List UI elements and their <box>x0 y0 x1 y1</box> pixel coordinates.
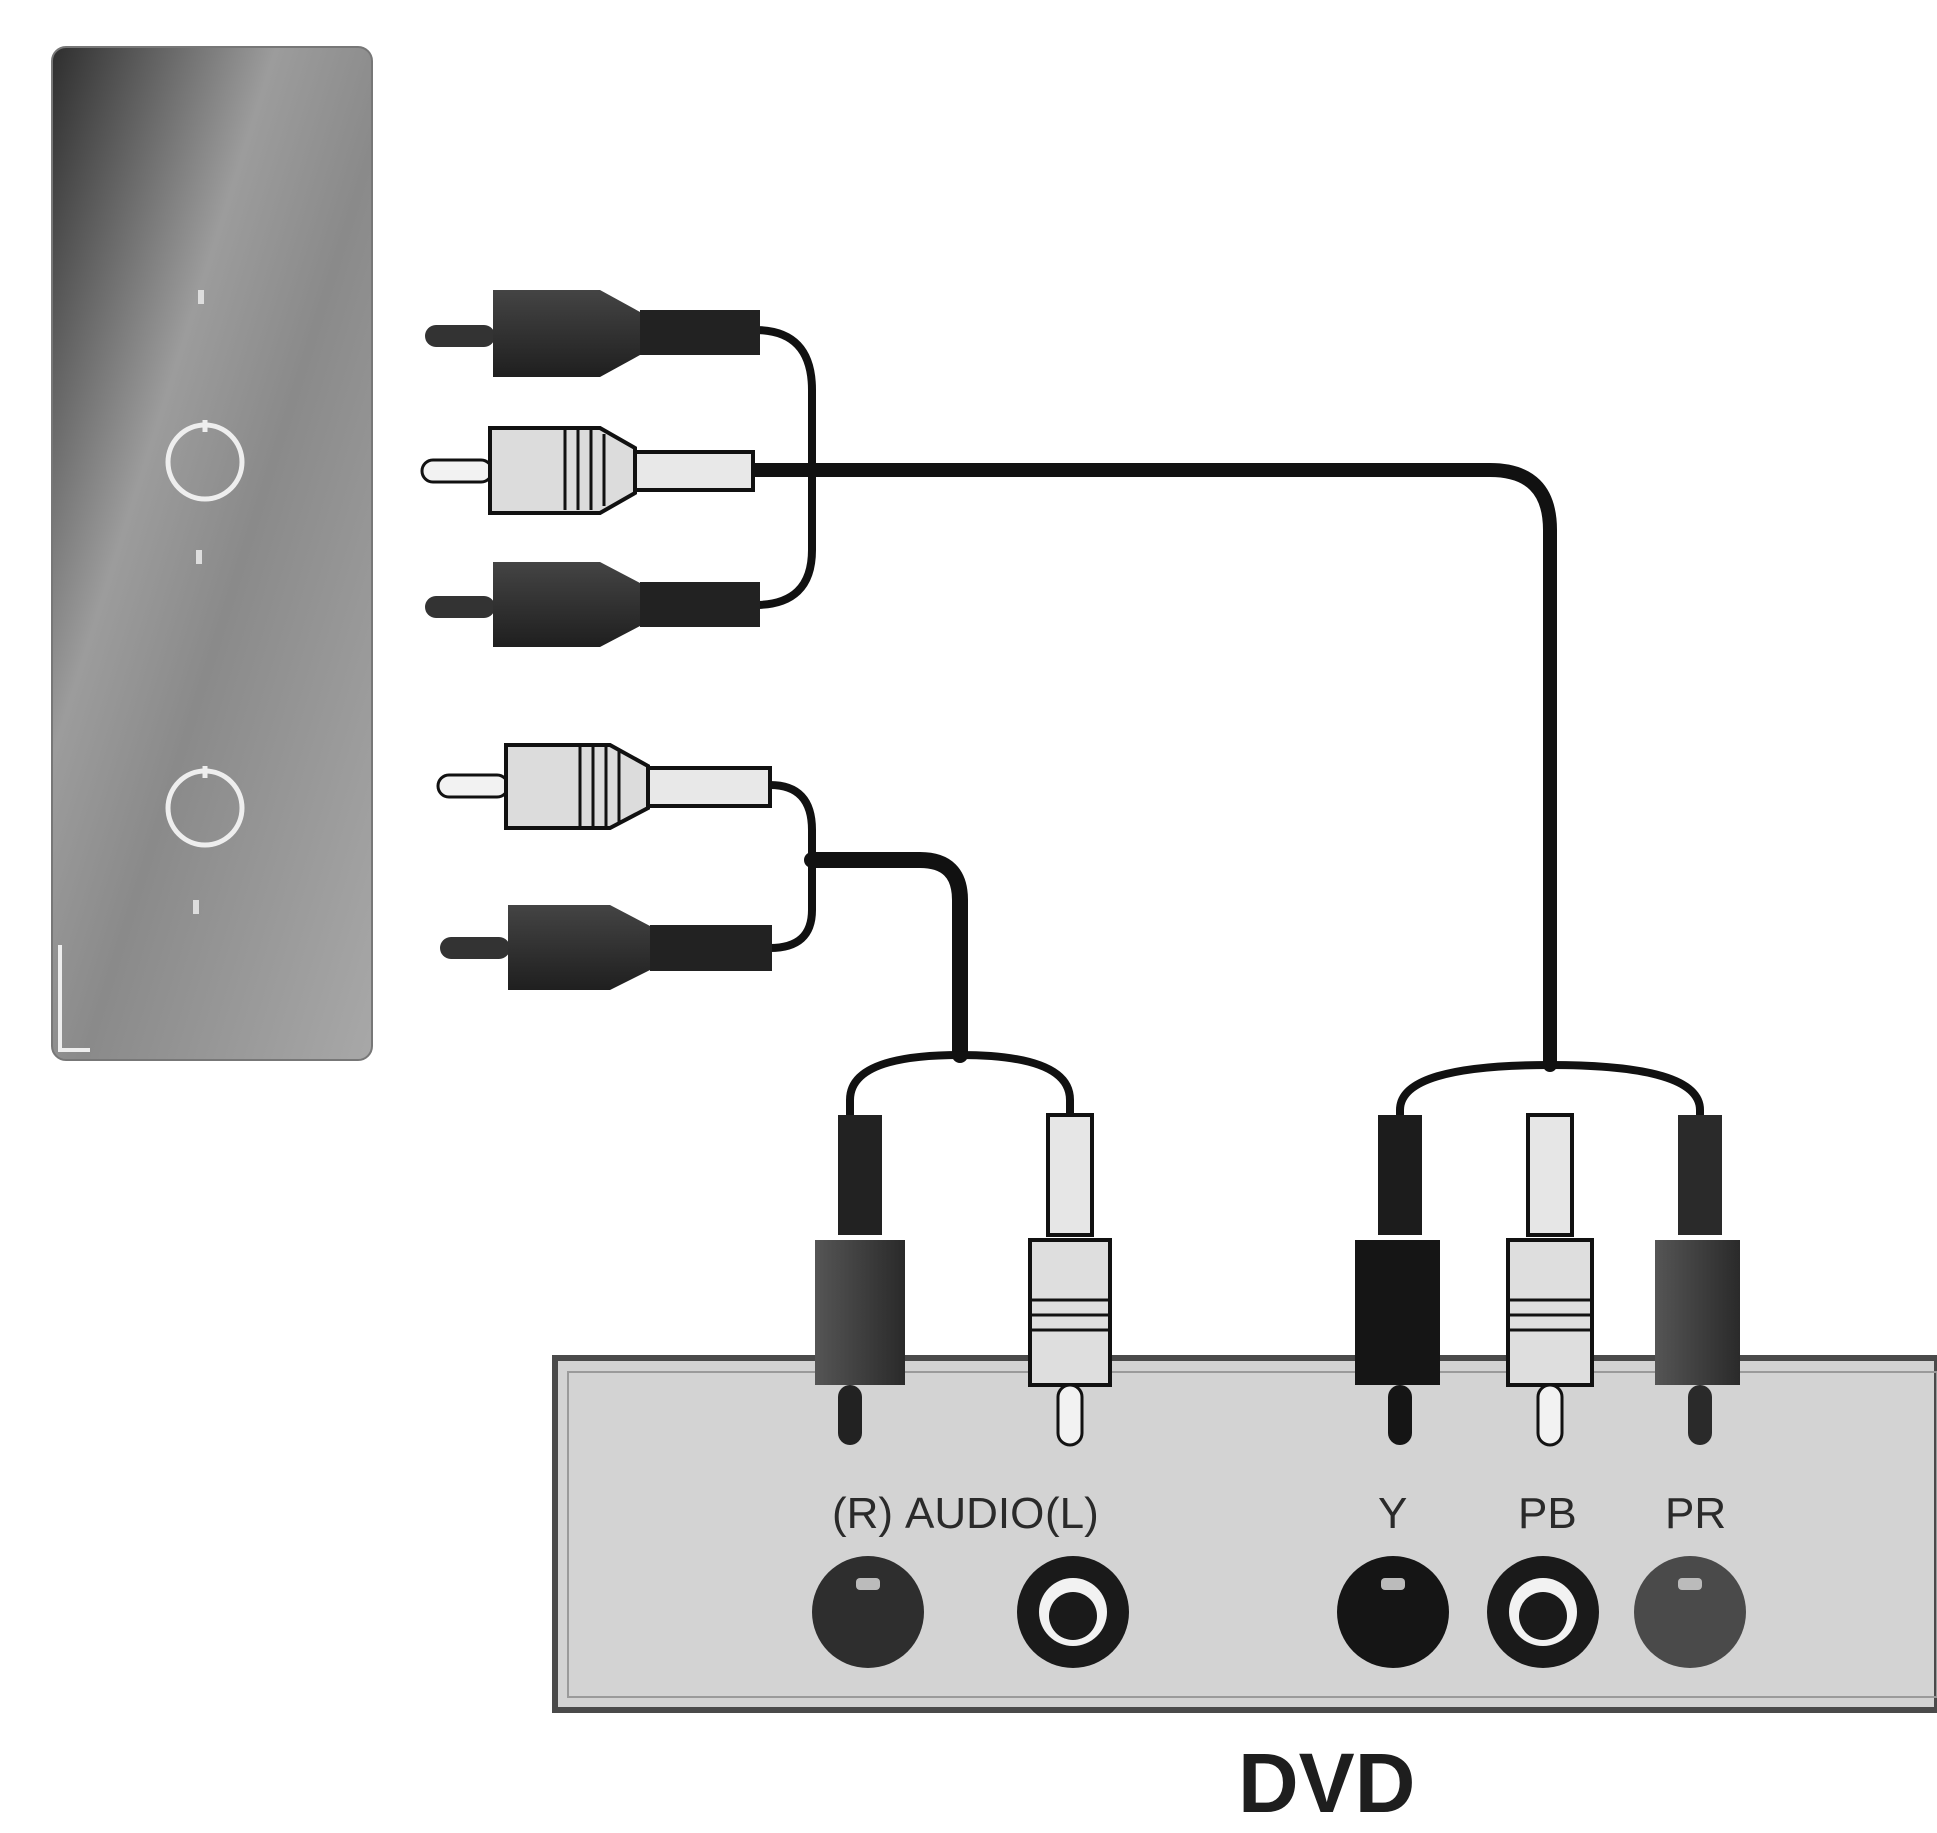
plug-dvd-pr <box>1655 1115 1740 1445</box>
plug-tv-middle <box>420 426 755 515</box>
jack-pr[interactable] <box>1634 1556 1746 1668</box>
label-pb: PB <box>1518 1489 1577 1538</box>
plug-dvd-audio-l <box>1028 1113 1112 1447</box>
label-pr: PR <box>1665 1489 1726 1538</box>
plug-dvd-audio-r <box>815 1115 905 1445</box>
plug-dvd-y <box>1355 1115 1440 1445</box>
jack-audio-r[interactable] <box>812 1556 924 1668</box>
audio-cable <box>804 852 968 1063</box>
plug-dvd-pb <box>1506 1113 1594 1447</box>
label-audio: AUDIO <box>905 1489 1044 1538</box>
label-y: Y <box>1378 1489 1407 1538</box>
plug-tv-audio-white <box>436 743 772 830</box>
tv-input-panel <box>51 46 373 1061</box>
plug-tv-audio-red <box>440 905 772 990</box>
dvd-title: DVD <box>1238 1736 1415 1830</box>
dvd-panel <box>552 1355 1937 1713</box>
plug-tv-top <box>425 290 760 377</box>
dvd-jacks <box>812 1556 1746 1668</box>
label-audio-right: (R) <box>832 1489 893 1538</box>
jack-y[interactable] <box>1337 1556 1449 1668</box>
component-video-cable <box>748 463 1557 1072</box>
cables <box>748 326 1704 1129</box>
label-audio-left: (L) <box>1045 1489 1099 1538</box>
plug-tv-bottom <box>425 562 760 647</box>
